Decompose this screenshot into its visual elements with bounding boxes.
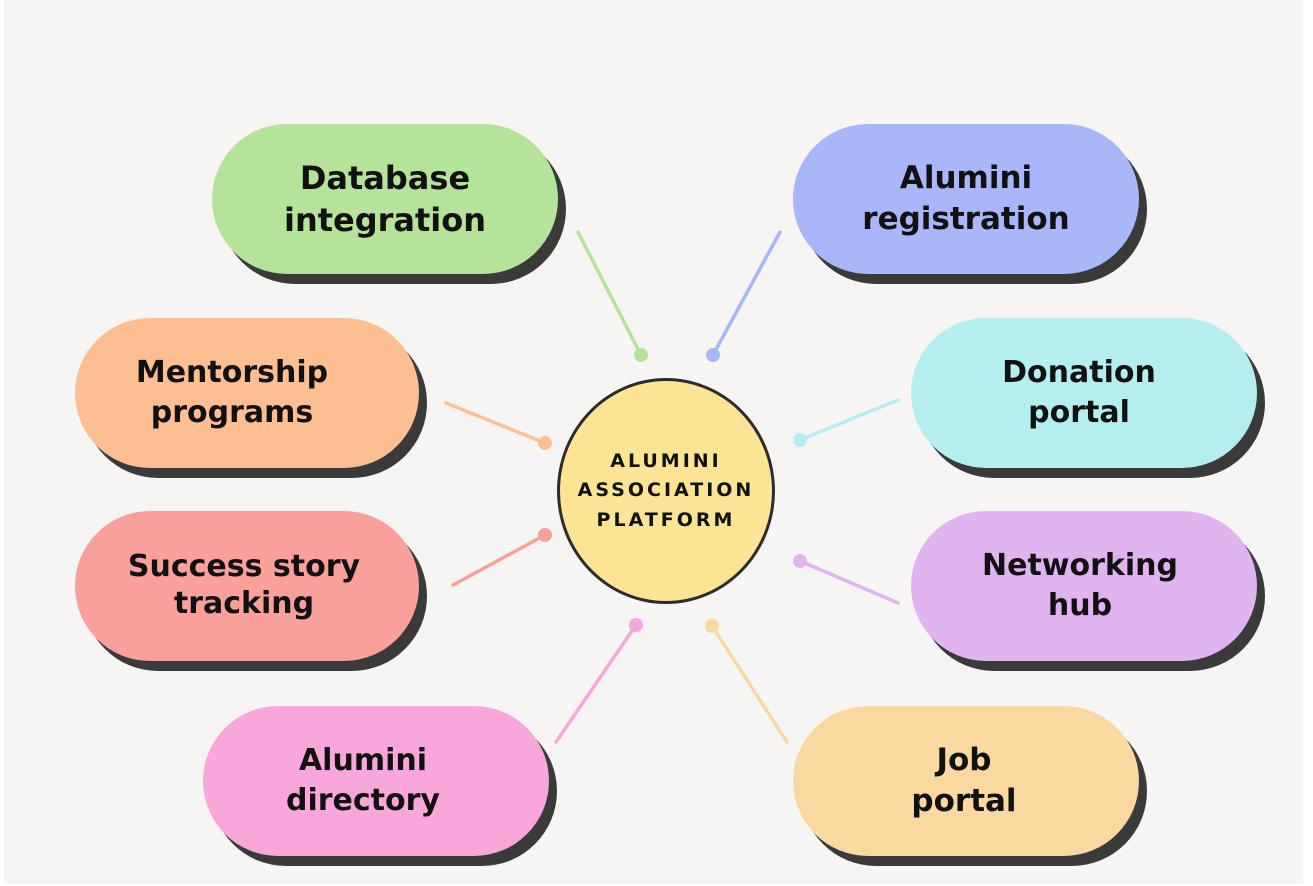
hub-label: ALUMINI ASSOCIATION PLATFORM — [577, 449, 755, 531]
connector-alumini-directory — [554, 623, 638, 744]
connector-database-integration — [576, 230, 643, 357]
connector-dot-job-portal — [705, 619, 719, 633]
node-label: Success story tracking — [127, 549, 361, 621]
bottom-border — [0, 884, 1313, 886]
connector-networking-hub — [798, 559, 900, 605]
left-border — [0, 0, 4, 886]
connector-dot-alumini-directory — [629, 618, 643, 632]
node-label: Job portal — [911, 742, 1017, 819]
connector-dot-mentorship-programs — [538, 436, 552, 450]
right-border — [1303, 0, 1313, 886]
node-label: Alumini registration — [862, 160, 1070, 237]
connector-dot-database-integration — [634, 348, 648, 362]
connector-dot-alumini-registration — [706, 348, 720, 362]
connector-mentorship-programs — [444, 401, 547, 445]
connector-job-portal — [710, 624, 789, 744]
node-label: Mentorship programs — [135, 355, 329, 430]
node-mentorship-programs: Mentorship programs — [75, 318, 419, 468]
node-label: Donation portal — [1002, 355, 1156, 430]
node-database-integration: Database integration — [212, 124, 558, 274]
node-donation-portal: Donation portal — [911, 318, 1257, 468]
node-alumini-directory: Alumini directory — [203, 706, 549, 856]
node-job-portal: Job portal — [793, 706, 1139, 856]
connector-dot-success-story-tracking — [538, 528, 552, 542]
connector-success-story-tracking — [451, 533, 547, 587]
central-hub: ALUMINI ASSOCIATION PLATFORM — [557, 378, 775, 604]
node-alumini-registration: Alumini registration — [793, 124, 1139, 274]
node-label: Networking hub — [982, 548, 1178, 623]
node-label: Database integration — [283, 158, 487, 239]
node-networking-hub: Networking hub — [911, 511, 1257, 661]
connector-donation-portal — [798, 398, 900, 442]
node-label: Alumini directory — [286, 743, 440, 818]
connector-dot-donation-portal — [793, 433, 807, 447]
connector-dot-networking-hub — [793, 554, 807, 568]
node-success-story-tracking: Success story tracking — [75, 511, 419, 661]
connector-alumini-registration — [711, 230, 782, 357]
